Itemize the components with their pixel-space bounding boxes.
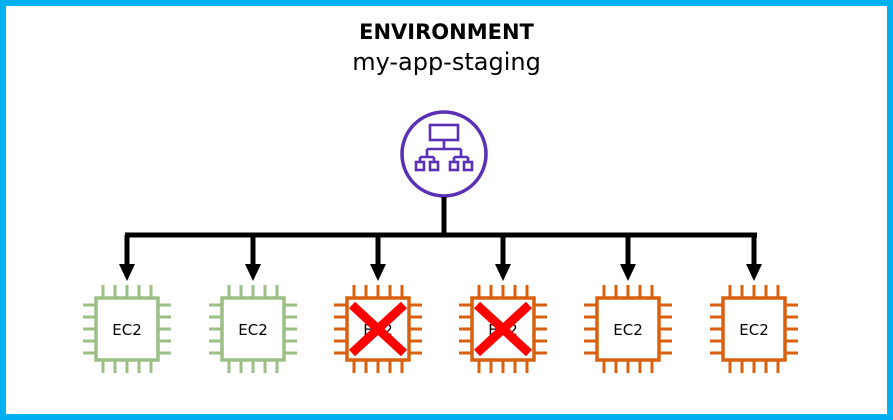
chip-pins (710, 285, 798, 373)
ec2-label: EC2 (739, 321, 769, 339)
failed-x-icon (473, 301, 533, 357)
chip-pins (584, 285, 672, 373)
ec2-instance-5[interactable]: EC2 (584, 285, 672, 373)
connector-arrow (245, 235, 261, 281)
connector-arrow (620, 235, 636, 281)
ec2-instance-2[interactable]: EC2 (209, 285, 297, 373)
ec2-instance-3[interactable]: EC2 (334, 285, 422, 373)
connector-arrow (746, 235, 762, 281)
connector-arrow (495, 235, 511, 281)
environment-heading: ENVIRONMENT (359, 20, 534, 44)
ec2-instance-1[interactable]: EC2 (83, 285, 171, 373)
ec2-instance-4[interactable]: EC2 (459, 285, 547, 373)
ec2-instance-6[interactable]: EC2 (710, 285, 798, 373)
chip-pins (209, 285, 297, 373)
chip-pins (459, 285, 547, 373)
chip-body (220, 296, 286, 362)
chip-body (94, 296, 160, 362)
ec2-label: EC2 (112, 321, 142, 339)
connector-arrow (119, 235, 135, 281)
chip-body (595, 296, 661, 362)
connector-arrow (370, 235, 386, 281)
connector-tree (119, 197, 762, 281)
chip-body (721, 296, 787, 362)
load-balancer-icon[interactable] (400, 110, 488, 198)
environment-name: my-app-staging (352, 48, 541, 76)
chip-pins (83, 285, 171, 373)
failed-x-icon (348, 301, 408, 357)
ec2-label: EC2 (238, 321, 268, 339)
chip-pins (334, 285, 422, 373)
ec2-label: EC2 (613, 321, 643, 339)
